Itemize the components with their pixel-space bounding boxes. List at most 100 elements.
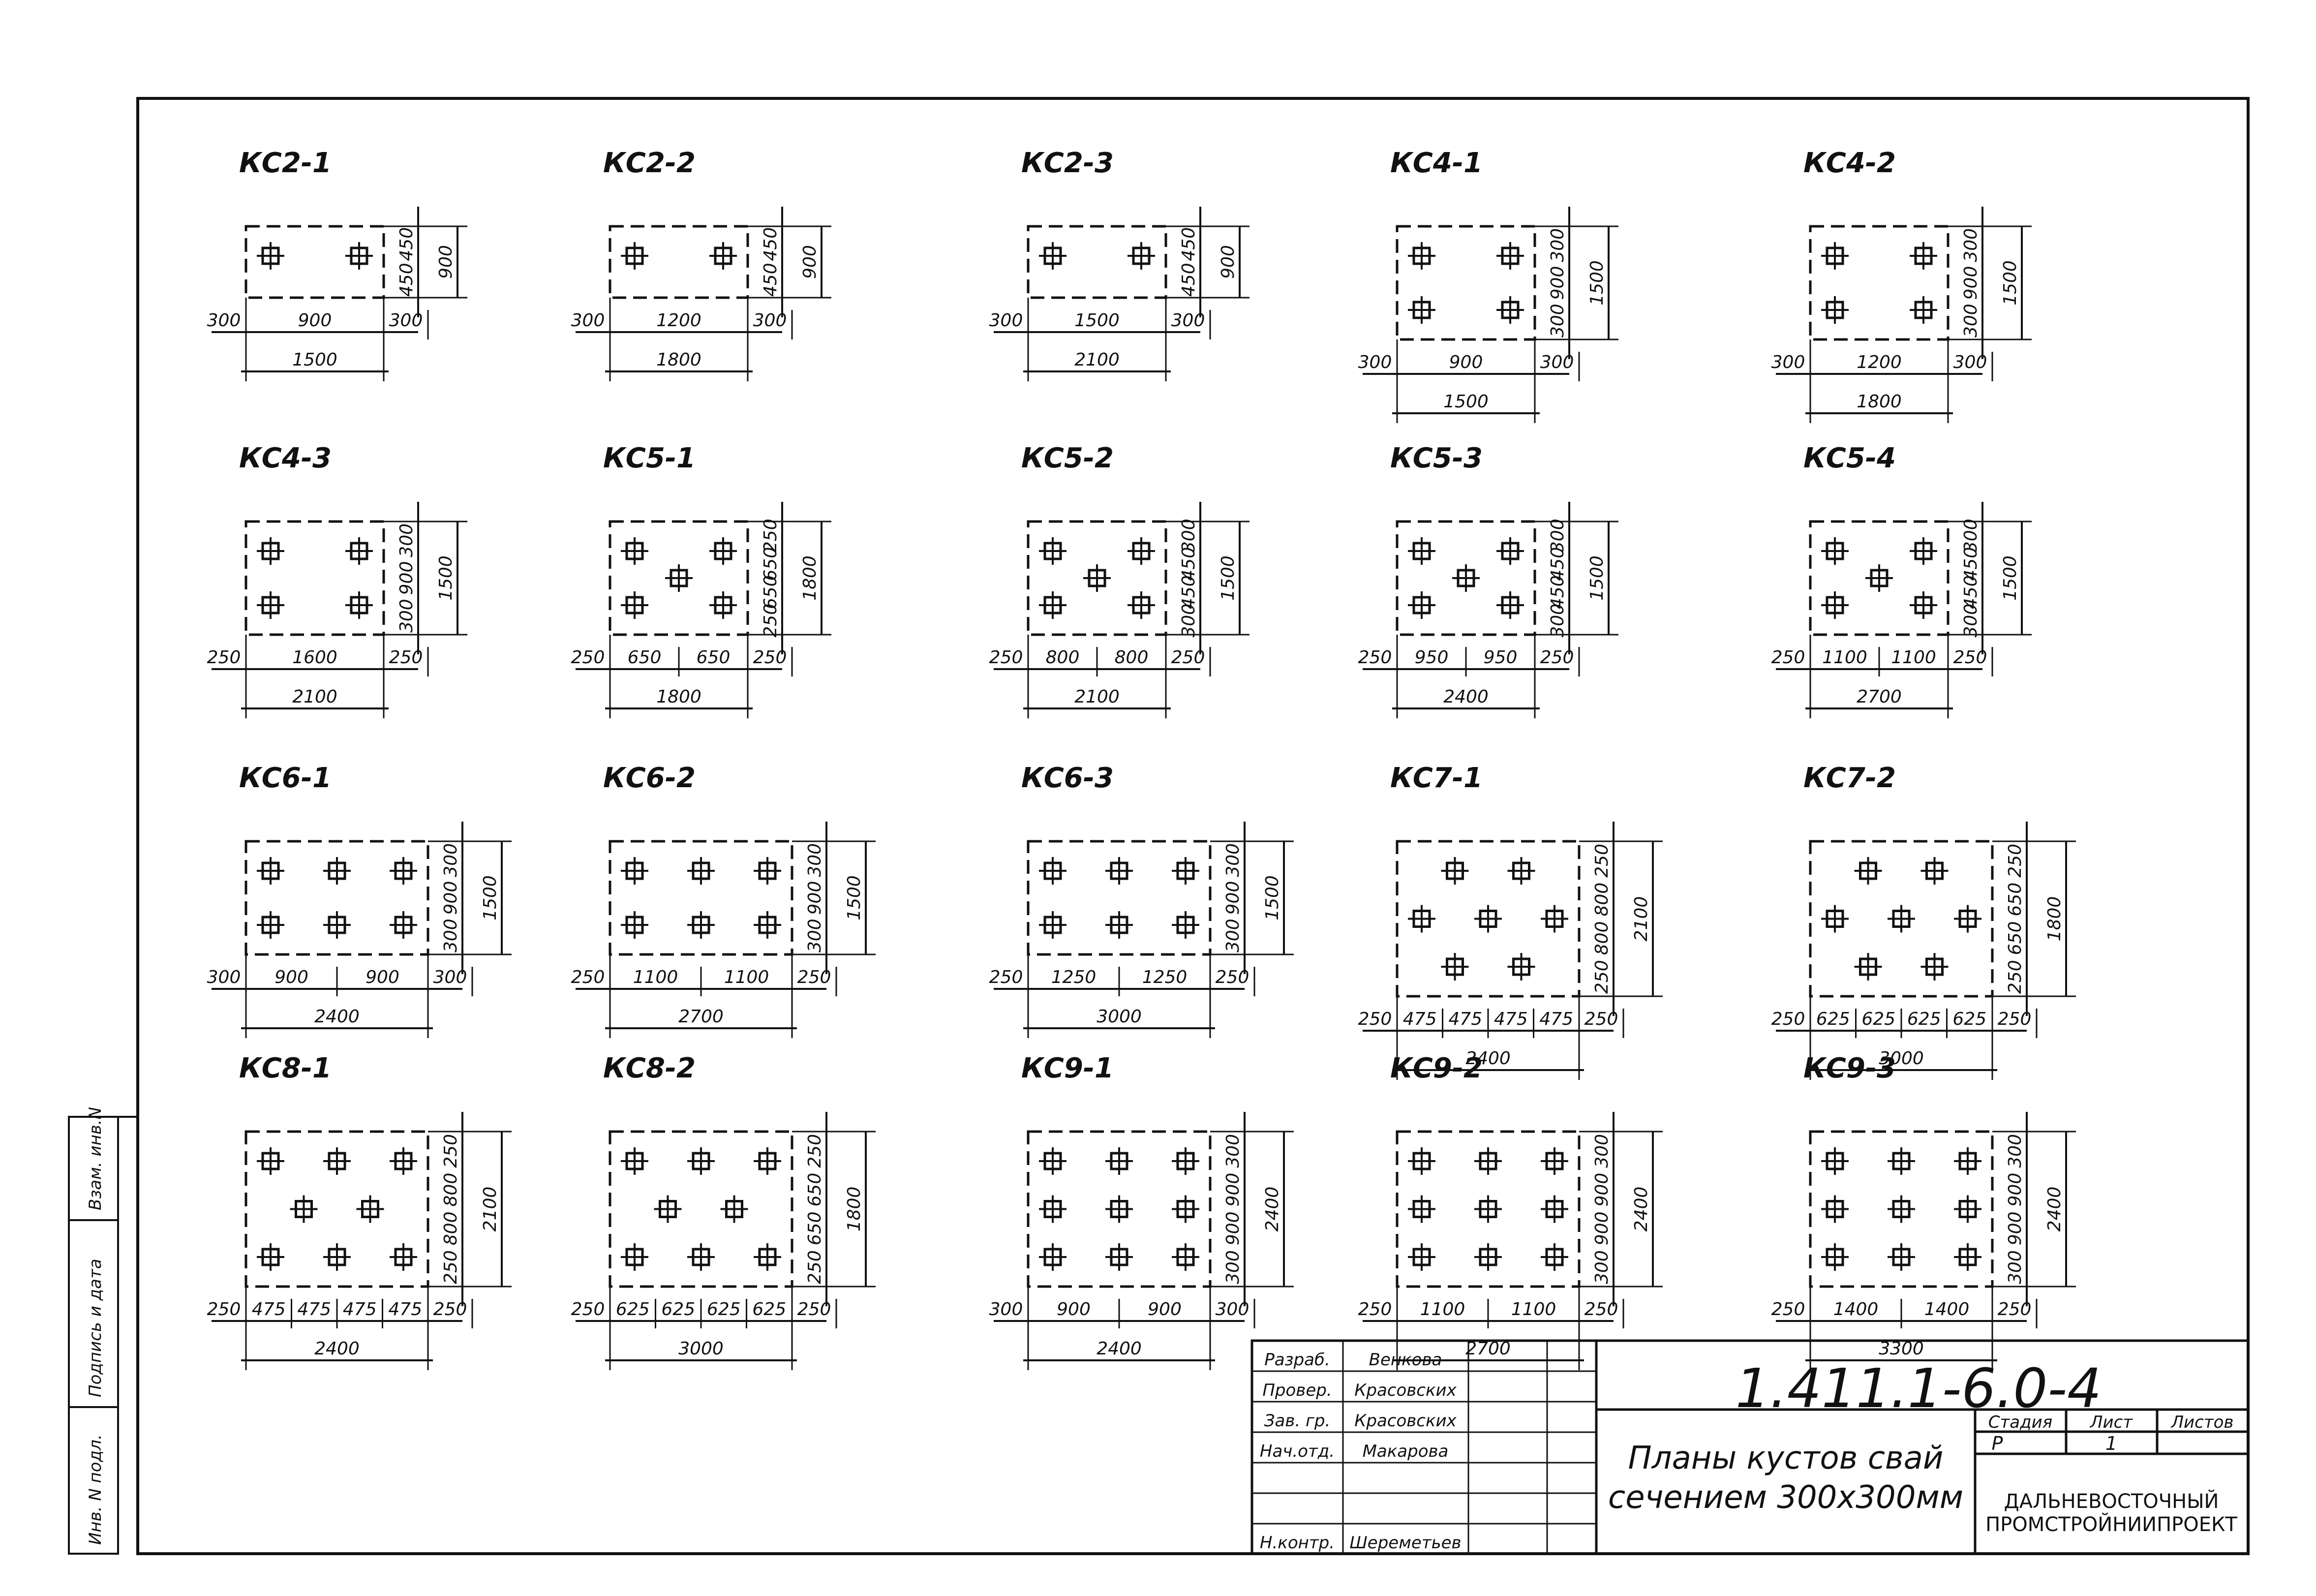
drawing-code: 1.411.1-6.0-4 xyxy=(1736,1357,2102,1420)
height-segment: 650 xyxy=(2005,883,2025,917)
total-height: 2100 xyxy=(480,1187,500,1232)
pile xyxy=(1105,911,1133,939)
width-segment: 900 xyxy=(274,967,308,987)
total-height: 1500 xyxy=(1262,875,1282,921)
width-segment: 250 xyxy=(1771,647,1805,668)
height-segment: 450 xyxy=(1548,547,1568,581)
stage-header: Стадия xyxy=(1988,1412,2052,1432)
width-segment: 250 xyxy=(1998,1009,2032,1029)
total-width: 2700 xyxy=(678,1007,724,1027)
width-segment: 300 xyxy=(1540,352,1574,372)
pile xyxy=(1910,296,1937,324)
pile xyxy=(257,591,284,619)
pile xyxy=(1954,1195,1981,1223)
width-segment: 250 xyxy=(753,647,787,668)
cluster-title: КС8-2 xyxy=(603,1052,696,1084)
width-segment: 625 xyxy=(1907,1009,1941,1029)
grillage-outline xyxy=(609,1130,793,1288)
pile xyxy=(323,1147,351,1175)
pile xyxy=(1039,1243,1067,1271)
height-segment: 250 xyxy=(441,1134,461,1168)
height-segment: 450 xyxy=(396,263,417,297)
width-segment: 1250 xyxy=(1051,967,1097,987)
width-segment: 250 xyxy=(1358,647,1392,668)
pile xyxy=(1039,537,1067,565)
stamp-signature-date: Подпись и дата xyxy=(86,1258,105,1397)
pile xyxy=(1954,1243,1981,1271)
width-segment: 625 xyxy=(616,1299,650,1320)
total-height: 1500 xyxy=(2000,555,2020,601)
width-segment: 250 xyxy=(989,967,1023,987)
width-segment: 1100 xyxy=(633,967,678,987)
total-width: 2400 xyxy=(1443,687,1489,707)
total-width: 3000 xyxy=(1097,1007,1142,1027)
pile xyxy=(754,911,781,939)
width-segment: 1100 xyxy=(1420,1299,1465,1320)
pile xyxy=(1474,1195,1502,1223)
width-segment: 250 xyxy=(1771,1299,1805,1320)
height-segment: 300 xyxy=(1548,304,1568,338)
pile xyxy=(257,1147,284,1175)
height-segment: 800 xyxy=(441,1173,461,1207)
width-segment: 300 xyxy=(571,310,605,331)
width-segment: 300 xyxy=(389,310,423,331)
width-segment: 625 xyxy=(752,1299,786,1320)
sheet-title-line2: сечением 300x300мм xyxy=(1608,1479,1963,1516)
height-segment: 450 xyxy=(1179,547,1199,581)
grillage-outline xyxy=(1396,225,1536,341)
pile xyxy=(1821,537,1849,565)
stage-value: Р xyxy=(1992,1433,2003,1454)
height-segment: 650 xyxy=(805,1173,825,1207)
pile xyxy=(1821,242,1849,270)
height-segment: 650 xyxy=(2005,921,2025,955)
pile xyxy=(1865,564,1893,592)
pile xyxy=(1105,1195,1133,1223)
cluster-title: КС2-3 xyxy=(1021,147,1114,179)
width-segment: 1400 xyxy=(1924,1299,1970,1320)
grillage-outline xyxy=(1027,225,1167,299)
width-segment: 250 xyxy=(207,1299,241,1320)
pile xyxy=(1039,242,1067,270)
width-segment: 250 xyxy=(1540,647,1574,668)
width-segment: 1600 xyxy=(292,647,337,668)
total-height: 1500 xyxy=(1587,555,1607,601)
total-width: 2400 xyxy=(314,1339,360,1359)
pile xyxy=(1408,1147,1435,1175)
pile xyxy=(754,1243,781,1271)
pile xyxy=(356,1195,384,1223)
grillage-outline xyxy=(1809,225,1950,341)
width-segment: 1200 xyxy=(1857,352,1902,372)
pile xyxy=(687,911,715,939)
pile xyxy=(1821,905,1849,933)
pile xyxy=(1039,857,1067,885)
cluster-title: КС6-2 xyxy=(603,762,696,794)
total-width: 2400 xyxy=(1465,1048,1511,1069)
total-height: 1500 xyxy=(1218,555,1238,601)
cluster-title: КС5-2 xyxy=(1021,442,1114,474)
signature-name: Красовских xyxy=(1354,1411,1457,1431)
width-segment: 475 xyxy=(1494,1009,1528,1029)
total-height: 1500 xyxy=(2000,260,2020,306)
total-height: 1800 xyxy=(800,555,820,601)
height-segment: 300 xyxy=(1179,519,1199,552)
pile xyxy=(1128,591,1155,619)
height-segment: 250 xyxy=(805,1134,825,1168)
pile xyxy=(1172,1243,1199,1271)
pile xyxy=(621,591,648,619)
height-segment: 250 xyxy=(1592,844,1612,878)
total-width: 2700 xyxy=(1465,1339,1511,1359)
pile xyxy=(1441,953,1469,981)
width-segment: 300 xyxy=(433,967,467,987)
grillage-outline xyxy=(244,225,385,299)
grillage-outline xyxy=(1027,840,1212,956)
pile xyxy=(1172,1147,1199,1175)
pile xyxy=(390,911,417,939)
width-segment: 900 xyxy=(1449,352,1483,372)
